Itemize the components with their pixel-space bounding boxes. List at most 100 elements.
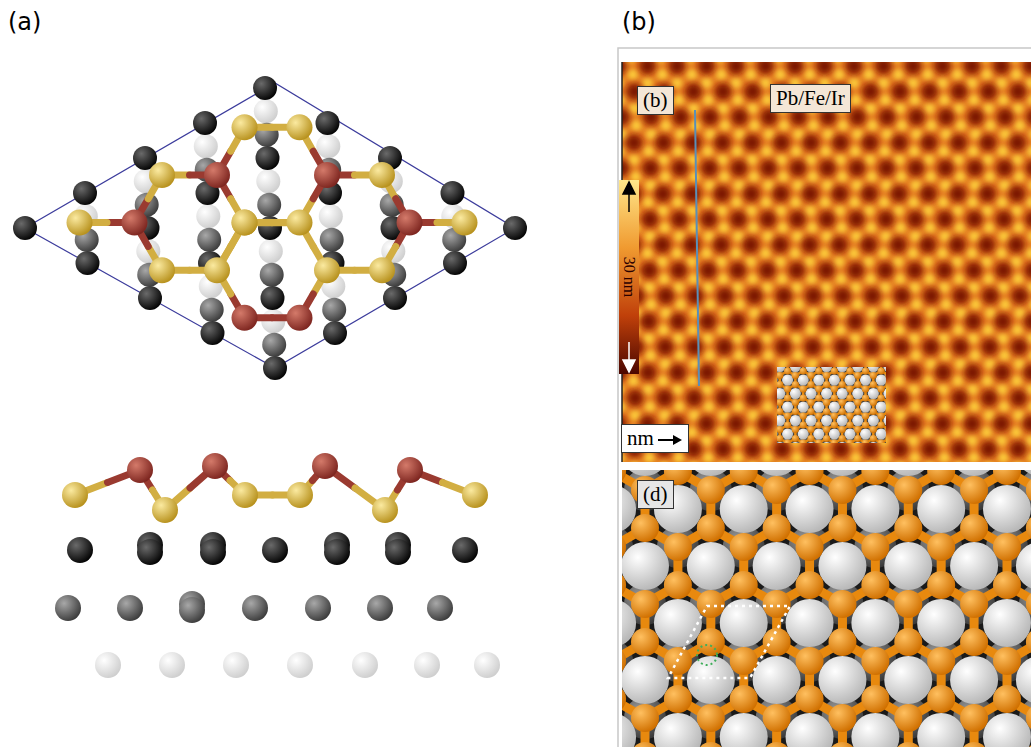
bright-spot xyxy=(819,247,831,259)
bright-spot xyxy=(984,120,996,132)
bright-spot xyxy=(1028,350,1031,362)
bright-spot xyxy=(922,69,934,81)
bright-spot xyxy=(760,196,772,208)
dark-spot xyxy=(879,160,895,176)
dark-spot xyxy=(773,135,789,151)
dark-spot xyxy=(715,441,731,457)
dark-spot xyxy=(938,160,954,176)
bright-spot xyxy=(953,273,965,285)
overlayer-atom xyxy=(807,372,814,379)
dark-spot xyxy=(773,186,789,202)
overlayer-atom xyxy=(807,381,814,388)
bright-spot xyxy=(790,196,802,208)
bright-spot xyxy=(833,256,845,268)
dark-spot xyxy=(905,62,921,74)
dark-spot xyxy=(802,186,818,202)
bright-spot xyxy=(924,222,936,234)
bright-spot xyxy=(966,77,978,89)
dark-spot xyxy=(878,211,894,227)
bright-spot xyxy=(686,69,698,81)
dark-spot xyxy=(920,186,936,202)
bright-spot xyxy=(745,69,757,81)
bright-spot xyxy=(848,247,860,259)
bright-spot xyxy=(644,401,656,413)
dark-spot xyxy=(819,211,835,227)
bright-spot xyxy=(654,62,666,63)
ir-atom xyxy=(917,713,965,747)
bright-spot xyxy=(732,94,744,106)
dark-spot xyxy=(981,390,997,406)
overlayer-atom xyxy=(861,470,889,485)
dark-spot xyxy=(920,237,936,253)
overlayer-atom xyxy=(1026,476,1031,504)
bright-spot xyxy=(865,460,877,462)
bright-spot xyxy=(777,171,789,183)
ir-atom-layer3 xyxy=(259,239,283,263)
bright-spot xyxy=(970,128,982,140)
bright-spot xyxy=(866,307,878,319)
dark-spot xyxy=(658,288,674,304)
bright-spot xyxy=(922,256,934,268)
dark-spot xyxy=(657,339,673,355)
bright-spot xyxy=(806,222,818,234)
overlayer-atom xyxy=(862,421,869,428)
dark-spot xyxy=(1009,135,1025,151)
bright-spot xyxy=(718,222,730,234)
dark-spot xyxy=(952,390,968,406)
overlayer-atom xyxy=(862,394,869,401)
dark-spot xyxy=(1012,288,1028,304)
dark-spot xyxy=(964,416,980,432)
bright-spot xyxy=(997,333,1009,345)
dark-spot xyxy=(818,262,834,278)
dark-spot xyxy=(936,313,952,329)
dark-spot xyxy=(774,441,790,457)
bright-spot xyxy=(719,307,731,319)
bright-spot xyxy=(861,62,873,63)
bright-spot xyxy=(1010,426,1022,438)
bright-spot xyxy=(802,62,814,63)
dark-spot xyxy=(879,109,895,125)
bright-spot xyxy=(1012,273,1024,285)
dark-spot xyxy=(981,84,997,100)
dark-spot xyxy=(641,313,657,329)
bright-spot xyxy=(658,273,670,285)
overlayer-atom xyxy=(885,372,886,379)
dark-spot xyxy=(745,441,761,457)
dark-spot xyxy=(673,109,689,125)
overlayer-atom xyxy=(878,412,885,419)
overlayer-atom xyxy=(878,385,885,392)
bright-spot xyxy=(940,350,952,362)
bright-spot xyxy=(881,179,893,191)
overlayer-atom xyxy=(730,571,758,599)
bright-spot xyxy=(745,256,757,268)
bright-spot xyxy=(955,307,967,319)
dark-spot xyxy=(731,160,747,176)
pb-atom xyxy=(204,257,230,283)
dark-spot xyxy=(713,237,729,253)
dark-spot xyxy=(877,313,893,329)
bright-spot xyxy=(672,196,684,208)
dark-spot xyxy=(702,160,718,176)
bright-spot xyxy=(911,128,923,140)
bright-spot xyxy=(1025,77,1031,89)
bright-spot xyxy=(672,333,684,345)
dark-spot xyxy=(729,365,745,381)
dark-spot xyxy=(966,262,982,278)
bright-spot xyxy=(879,333,891,345)
bright-spot xyxy=(864,154,876,166)
dark-spot xyxy=(743,237,759,253)
ir-atom xyxy=(851,485,899,533)
ir-atom-layer2 xyxy=(55,595,81,621)
dark-spot xyxy=(1023,416,1031,432)
overlayer-atom xyxy=(622,470,626,485)
dark-spot xyxy=(953,288,969,304)
dark-spot xyxy=(923,288,939,304)
dark-spot xyxy=(922,390,938,406)
bright-spot xyxy=(999,298,1011,310)
overlayer-atom xyxy=(846,367,853,374)
overlayer-atom xyxy=(862,367,869,374)
bright-spot xyxy=(657,205,669,217)
dark-spot xyxy=(893,390,909,406)
tag-text: Pb/Fe/Ir xyxy=(776,86,845,110)
